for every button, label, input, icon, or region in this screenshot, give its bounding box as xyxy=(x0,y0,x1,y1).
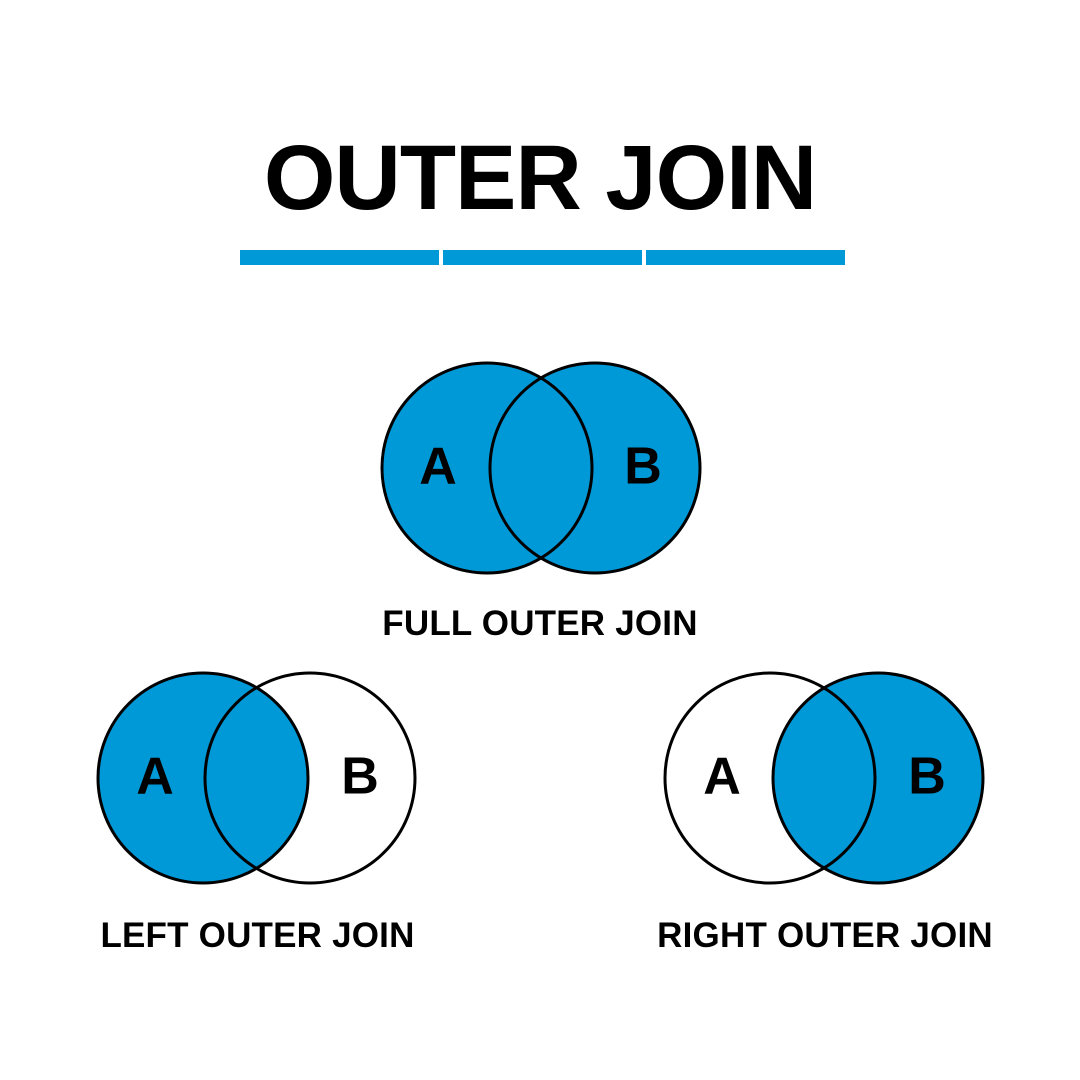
venn-svg-right-outer-join: A B xyxy=(663,671,985,885)
intersection-lens xyxy=(205,673,308,883)
title-block: OUTER JOIN xyxy=(0,132,1080,224)
circle-a-outline xyxy=(663,671,877,885)
caption-left-outer-join: LEFT OUTER JOIN xyxy=(100,916,415,955)
circle-a-label: A xyxy=(419,438,457,496)
page-title: OUTER JOIN xyxy=(263,127,817,229)
title-rule-segment xyxy=(443,250,642,265)
circle-b-outline xyxy=(203,671,417,885)
circle-b-outline xyxy=(771,671,985,885)
venn-svg-full-outer-join: A B xyxy=(380,361,702,575)
circle-a-outline xyxy=(380,361,594,575)
venn-diagram-left-outer-join: A B LEFT OUTER JOIN xyxy=(55,666,460,956)
caption-right-outer-join: RIGHT OUTER JOIN xyxy=(657,916,993,955)
intersection-lens xyxy=(490,363,592,573)
caption-full-outer-join: FULL OUTER JOIN xyxy=(382,604,698,643)
circle-a-label: A xyxy=(703,748,741,806)
title-rule-segment xyxy=(646,250,845,265)
circle-a-label: A xyxy=(136,748,174,806)
title-rule-segment xyxy=(240,250,439,265)
circle-b-outline xyxy=(488,361,702,575)
venn-diagram-full-outer-join: A B FULL OUTER JOIN xyxy=(340,356,740,644)
venn-svg-left-outer-join: A B xyxy=(96,671,417,885)
intersection-lens xyxy=(773,673,875,883)
circle-b-label: B xyxy=(341,748,379,806)
circle-b-label: B xyxy=(908,748,946,806)
circle-b-label: B xyxy=(624,438,662,496)
venn-diagram-right-outer-join: A B RIGHT OUTER JOIN xyxy=(620,666,1030,956)
title-underline-rule xyxy=(240,250,845,265)
circle-a-outline xyxy=(96,671,310,885)
